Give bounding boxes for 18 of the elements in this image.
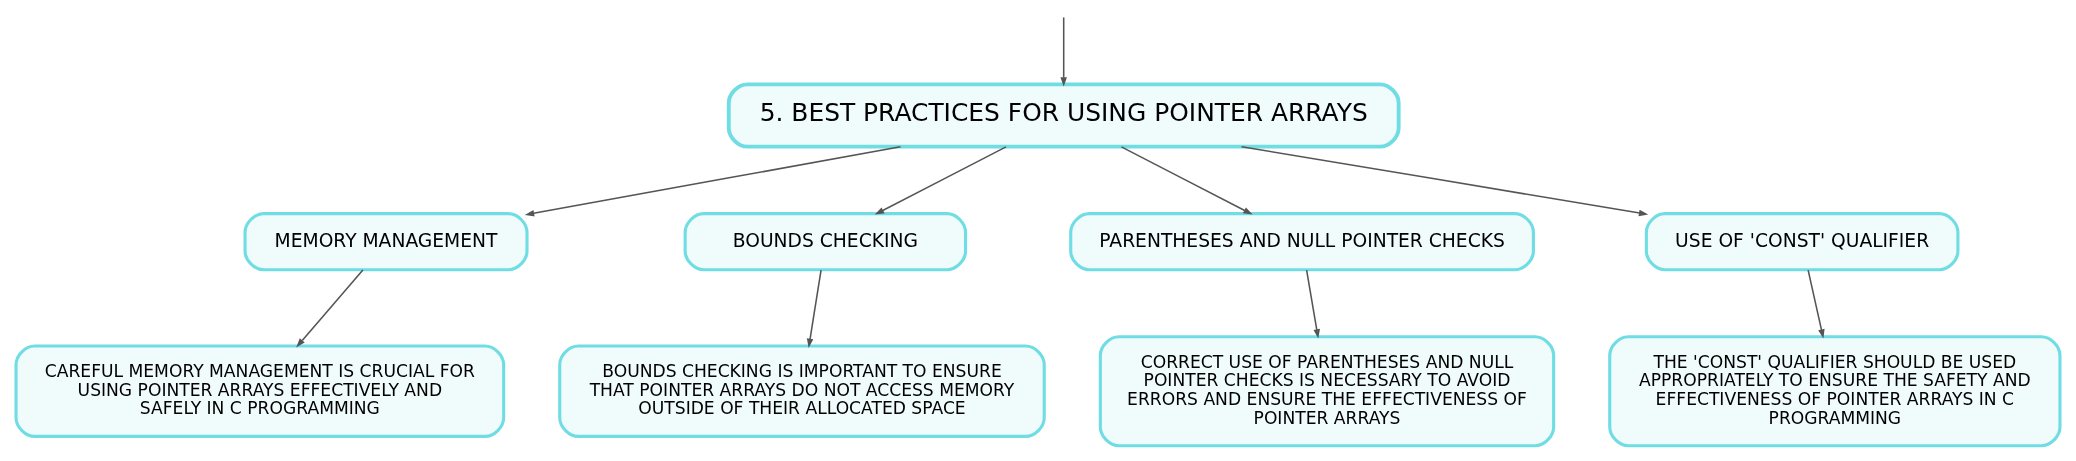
node-box: BOUNDS CHECKING IS IMPORTANT TO ENSURE THAT POINTER ARRAYS DO NOT ACCESS MEMORY OUTSIDE OF THEIR ALLOCATED SPACE bbox=[558, 344, 1046, 438]
node-box: 5. BEST PRACTICES FOR USING POINTER ARRAYS bbox=[726, 81, 1401, 149]
arrow bbox=[1240, 145, 1649, 216]
arrow bbox=[806, 268, 822, 348]
node-box: CORRECT USE OF PARENTHESES AND NULL POINTER CHECKS IS NECESSARY TO AVOID ERRORS AND ENSURE THE EFFECTIVENESS OF POINTER ARRAYS bbox=[1098, 334, 1556, 447]
node-box: PARENTHESES AND NULL POINTER CHECKS bbox=[1069, 211, 1535, 271]
node-box: THE 'CONST' QUALIFIER SHOULD BE USED APPROPRIATELY TO ENSURE THE SAFETY AND EFFECTIVENESS OF POINTER ARRAYS IN C PROGRAMMING bbox=[1608, 334, 2062, 447]
arrow bbox=[874, 145, 1007, 215]
arrow bbox=[1060, 16, 1067, 87]
arrow bbox=[1305, 268, 1320, 339]
node-box: MEMORY MANAGEMENT bbox=[243, 211, 529, 271]
arrow bbox=[296, 268, 364, 348]
node-box: CAREFUL MEMORY MANAGEMENT IS CRUCIAL FOR USING POINTER ARRAYS EFFECTIVELY AND SAFELY IN C PROGRAMMING bbox=[14, 344, 506, 438]
arrow bbox=[524, 145, 902, 216]
node-box: USE OF 'CONST' QUALIFIER bbox=[1644, 211, 1960, 271]
arrow bbox=[1807, 268, 1825, 339]
arrow bbox=[1120, 145, 1253, 215]
node-box: BOUNDS CHECKING bbox=[683, 211, 968, 271]
